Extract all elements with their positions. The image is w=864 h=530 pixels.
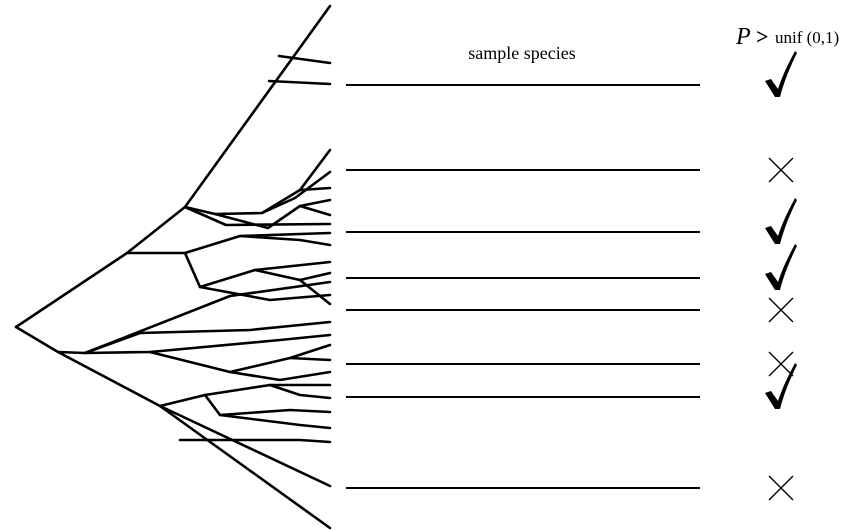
acceptance-criterion: P > unif (0,1) [735,24,839,50]
sample-row [346,297,794,323]
sample-rows [346,51,797,501]
probability-symbol: P [735,24,751,50]
tree-branch [213,198,332,230]
phylogenetic-tree [14,4,332,530]
tree-branch [183,251,332,289]
tree-branch [83,320,332,355]
tree-branch [267,79,332,86]
cross-icon [768,157,794,183]
check-icon [765,51,797,97]
tree-branch [253,268,332,282]
tree-branch [83,333,332,355]
tree-branch [298,186,332,192]
uniform-distribution-label: unif (0,1) [775,28,839,47]
sample-row [346,51,797,97]
tree-branch [14,325,332,530]
greater-than-symbol: > [756,24,769,49]
tree-branch [238,234,332,247]
check-icon [765,244,797,290]
sample-row [346,363,797,409]
tree-branch [183,205,332,227]
tree-branch [298,204,332,217]
tree-branch [158,383,332,408]
tree-branch [218,413,332,430]
sample-row [346,244,797,290]
cross-icon [768,297,794,323]
tree-branch [288,356,332,362]
sample-row [346,198,797,244]
cross-icon [768,475,794,501]
sample-species-label: sample species [468,43,575,63]
tree-branch [158,404,332,488]
tree-branch [125,231,332,255]
sample-row [346,475,794,501]
tree-branch [198,285,332,302]
tree-branch [260,170,332,215]
cross-icon [768,351,794,377]
tree-branch [56,280,332,355]
sample-row [346,157,794,183]
check-icon [765,363,797,409]
tree-branch [268,383,332,400]
tree-branch [298,278,332,306]
sample-row [346,351,794,377]
tree-branch [203,393,332,417]
tree-branch [228,370,332,382]
tree-branch [14,4,332,329]
tree-branch [178,438,332,444]
check-icon [765,198,797,244]
tree-branch [277,54,332,65]
tree-branch [148,343,332,374]
